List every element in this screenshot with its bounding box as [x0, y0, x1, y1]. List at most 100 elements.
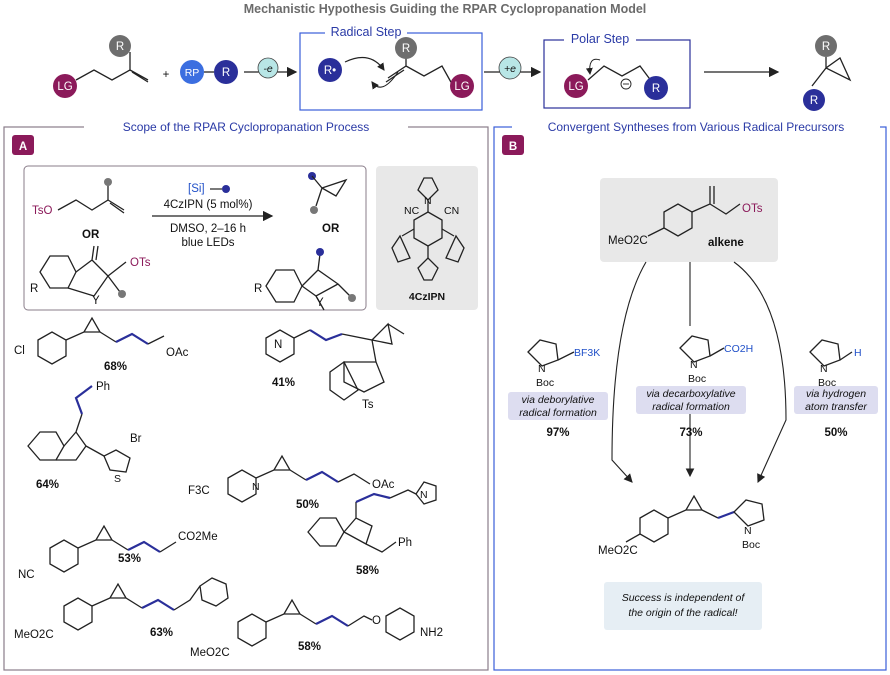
product-8-o: O: [372, 615, 381, 627]
panel-a-badge: [12, 135, 34, 155]
scheme-catalyst: 4CzIPN (5 mol%): [164, 199, 253, 211]
precursor-3-yield: 50%: [824, 427, 847, 439]
alkene-box: [600, 178, 778, 262]
rp-label: RP: [185, 67, 200, 79]
success-line2: the origin of the radical!: [628, 607, 737, 619]
product-4-f3c: F3C: [188, 485, 210, 497]
polar-step-r: R: [652, 83, 660, 95]
product-3-s: S: [114, 473, 121, 485]
substrate-r: R: [116, 41, 124, 53]
precursor-3-n: N: [820, 363, 828, 375]
reaction-scheme: TsO OR R Y OTs [Si] 4CzIPN (5 mol%) DMSO…: [30, 172, 356, 311]
alkene-structure: MeO2C OTs alkene: [608, 186, 763, 249]
scheme-light: blue LEDs: [181, 237, 234, 249]
success-box: [604, 582, 762, 630]
substrate-lg: LG: [57, 81, 72, 93]
panel-b-badge: [502, 135, 524, 155]
precursor-3-group: H: [854, 347, 862, 359]
product-5-n: N: [420, 489, 428, 501]
scheme-y-prod: Y: [316, 297, 324, 309]
precursor-2-group: CO2H: [724, 343, 753, 355]
product-4-n: N: [252, 481, 260, 493]
success-line1: Success is independent of: [622, 592, 746, 604]
plus-sign: +: [163, 69, 170, 81]
panel-a-title: Scope of the RPAR Cyclopropanation Proce…: [123, 120, 370, 134]
oxidation-label: -e: [263, 63, 272, 75]
precursor-2-line1: via decarboxylative: [646, 388, 735, 400]
panel-a-badge-label: A: [19, 141, 27, 153]
convergent-boc: Boc: [742, 539, 760, 551]
radical-step-lg: LG: [454, 81, 469, 93]
rp-reagent: RP R: [180, 60, 238, 84]
precursor-1-group: BF3K: [574, 347, 600, 359]
mechanism-row: LG R + RP R -e Radical Step R• R LG: [53, 25, 852, 111]
convergent-ester: MeO2C: [598, 545, 638, 557]
product-7: MeO2C 63%: [14, 577, 229, 641]
product-5-ph: Ph: [398, 537, 412, 549]
catalyst-n: N: [424, 195, 432, 207]
product-2: N Ts 41%: [265, 322, 405, 411]
polar-step-lg: LG: [568, 81, 583, 93]
convergent-product: N Boc MeO2C: [598, 494, 765, 557]
scheme-ts: TsO: [32, 205, 53, 217]
polar-step-title: Polar Step: [571, 32, 629, 46]
product-2-label: N: [274, 339, 282, 351]
product-3-ph: Ph: [96, 381, 110, 393]
scheme-or2: OR: [322, 223, 340, 235]
oxidation-circle: [257, 57, 279, 79]
radical-r: R•: [324, 65, 336, 77]
product-2-yield: 41%: [272, 377, 295, 389]
product-3-yield: 64%: [36, 479, 59, 491]
scheme-reagent: [Si]: [188, 183, 205, 195]
convergent-n: N: [744, 525, 752, 537]
precursor-1-line2: radical formation: [519, 407, 597, 419]
product-8-ester: MeO2C: [190, 647, 230, 659]
polar-step-box: [543, 39, 691, 109]
panel-b-badge-label: B: [509, 141, 517, 153]
alkene-label: alkene: [708, 237, 744, 249]
product-1-label: Cl: [14, 345, 25, 357]
reduction-label: +e: [504, 63, 516, 75]
precursor-2-yield: 73%: [679, 427, 702, 439]
product-7-yield: 63%: [150, 627, 173, 639]
product-r-top: R: [822, 41, 830, 53]
precursor-3-line2: atom transfer: [805, 401, 867, 413]
scheme-y-sub: Y: [92, 295, 100, 307]
radical-step-r: R: [402, 43, 410, 55]
product-7-ester: MeO2C: [14, 629, 54, 641]
product-1-sub: OAc: [166, 347, 189, 359]
scheme-ots: OTs: [130, 257, 151, 269]
scheme-box: [23, 165, 367, 311]
product-8-yield: 58%: [298, 641, 321, 653]
panel-b-title: Convergent Syntheses from Various Radica…: [548, 120, 845, 134]
product-1-yield: 68%: [104, 361, 127, 373]
product-3-br: Br: [130, 433, 142, 445]
product-6-nc: NC: [18, 569, 35, 581]
scheme-solvent: DMSO, 2–16 h: [170, 223, 246, 235]
precursor-3: N Boc H via hydrogen atom transfer 50%: [794, 339, 878, 439]
product-1: Cl OAc 68%: [14, 316, 189, 373]
precursor-2-line2: radical formation: [652, 401, 730, 413]
precursor-2-tag: [636, 386, 746, 414]
precursor-2: N Boc CO2H via decarboxylative radical f…: [636, 335, 753, 439]
precursor-1-n: N: [538, 363, 546, 375]
scheme-or1: OR: [82, 229, 100, 241]
product-6-yield: 53%: [118, 553, 141, 565]
product-5: N Ph 58%: [307, 481, 437, 577]
page-title: Mechanistic Hypothesis Guiding the RPAR …: [244, 2, 647, 16]
precursor-1-tag: [508, 392, 608, 420]
catalyst-name: 4CzIPN: [409, 291, 445, 303]
lg-circle: [53, 74, 77, 98]
scheme-r-prod: R: [254, 283, 262, 295]
product-8-nh2: NH2: [420, 627, 443, 639]
mechanism-product: R R: [803, 35, 852, 111]
precursor-3-line1: via hydrogen: [806, 388, 866, 400]
product-4: F3C N OAc 50%: [188, 454, 395, 511]
substrate-r-circle: [109, 35, 131, 57]
product-8: MeO2C O NH2 58%: [190, 598, 443, 659]
substrate-structure: LG R: [53, 35, 149, 98]
product-2-ts: Ts: [362, 399, 374, 411]
product-4-yield: 50%: [296, 499, 319, 511]
product-6-co2me: CO2Me: [178, 531, 218, 543]
precursor-1-yield: 97%: [546, 427, 569, 439]
